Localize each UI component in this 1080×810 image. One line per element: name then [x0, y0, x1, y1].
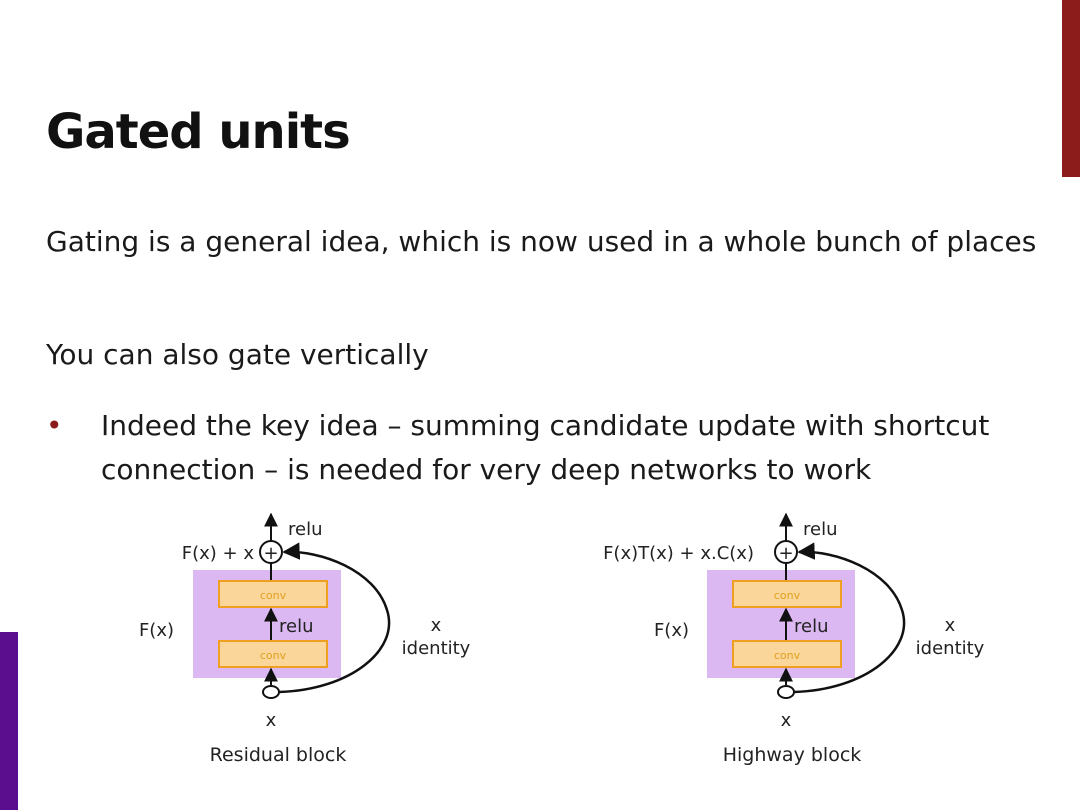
residual-function-label: F(x): [139, 620, 174, 641]
highway-caption: Highway block: [723, 744, 862, 766]
residual-input-node: [262, 685, 280, 699]
paragraph-gating: Gating is a general idea, which is now u…: [46, 225, 1037, 258]
highway-top-relu-label: relu: [803, 519, 838, 540]
highway-sum-label: F(x)T(x) + x.C(x): [603, 543, 754, 564]
highway-block: conv conv + relu F(x)T(x) + x.C(x) relu …: [603, 512, 985, 766]
highway-sum-symbol: +: [778, 543, 793, 564]
residual-caption: Residual block: [210, 744, 347, 766]
residual-shortcut-x-label: x: [431, 615, 442, 636]
highway-conv-top-label: conv: [774, 589, 801, 602]
highway-mid-relu-label: relu: [794, 616, 829, 637]
residual-block: conv conv + relu F(x) + x relu F(x) x id…: [139, 512, 471, 766]
residual-conv-bottom-label: conv: [260, 649, 287, 662]
bullet-key-idea: Indeed the key idea – summing candidate …: [101, 409, 990, 486]
residual-sum-label: F(x) + x: [182, 543, 255, 564]
residual-conv-top: [218, 580, 328, 608]
bullet-marker: •: [46, 409, 63, 442]
accent-bar-bottom-left: [0, 632, 18, 810]
highway-input-label: x: [781, 710, 792, 731]
highway-shortcut-x-label: x: [945, 615, 956, 636]
residual-mid-relu-label: relu: [279, 616, 314, 637]
residual-identity-label: identity: [402, 638, 471, 659]
highway-sum-node: [774, 540, 798, 564]
residual-conv-bottom: [218, 640, 328, 668]
highway-conv-bottom-label: conv: [774, 649, 801, 662]
residual-sum-symbol: +: [263, 543, 278, 564]
residual-input-label: x: [266, 710, 277, 731]
highway-input-node: [777, 685, 795, 699]
accent-bar-top-right: [1062, 0, 1080, 177]
residual-sum-node: [259, 540, 283, 564]
highway-conv-top: [732, 580, 842, 608]
highway-function-label: F(x): [654, 620, 689, 641]
residual-conv-top-label: conv: [260, 589, 287, 602]
highway-identity-label: identity: [916, 638, 985, 659]
residual-highway-diagram: conv conv + relu F(x) + x relu F(x) x id…: [139, 512, 985, 766]
highway-conv-bottom: [732, 640, 842, 668]
highway-shortcut-arrow: [793, 542, 906, 694]
residual-top-relu-label: relu: [288, 519, 323, 540]
slide-title: Gated units: [46, 104, 351, 160]
residual-shortcut-arrow: [278, 542, 391, 694]
paragraph-vertical: You can also gate vertically: [46, 338, 429, 371]
